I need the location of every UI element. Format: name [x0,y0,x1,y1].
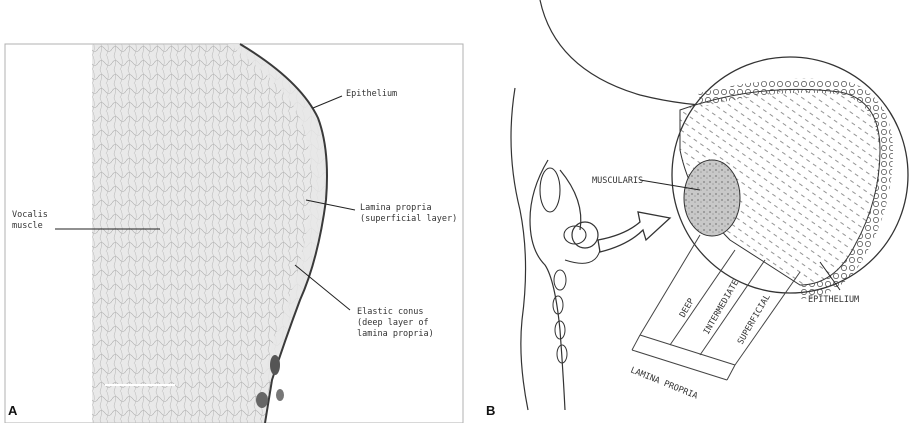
vessel [256,392,268,408]
label-lp-superficial-1: Lamina propria [360,203,432,213]
panel-a-letter: A [8,403,18,418]
label-conus-2: (deep layer of [357,318,429,328]
label-epithelium-b: EPITHELIUM [808,295,859,305]
label-conus-1: Elastic conus [357,307,424,317]
label-muscularis: MUSCULARIS [592,176,643,186]
panel-a: Epithelium Vocalis muscle Lamina propria… [5,44,463,423]
vessel [276,389,284,401]
vessel [270,355,280,375]
label-vocalis-2: muscle [12,221,43,231]
label-epithelium: Epithelium [346,89,397,99]
label-lp-superficial-2: (superficial layer) [360,214,457,224]
panel-b-letter: B [486,403,495,418]
label-vocalis-1: Vocalis [12,210,48,220]
panel-b: MUSCULARIS EPITHELIUM DEEP INTERMEDIATE … [470,0,924,423]
label-conus-3: lamina propria) [357,329,434,339]
muscularis-region [684,160,740,236]
